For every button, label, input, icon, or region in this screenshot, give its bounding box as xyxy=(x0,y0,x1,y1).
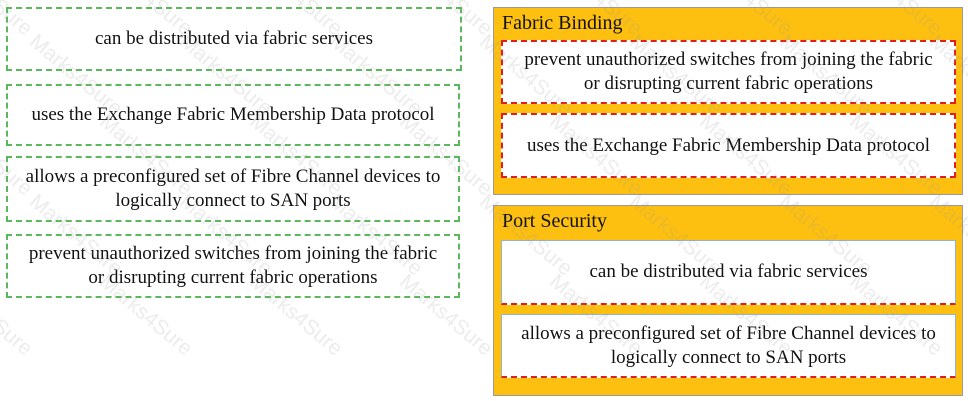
fabric-binding-title: Fabric Binding xyxy=(502,12,623,34)
source-option-label: allows a preconfigured set of Fibre Chan… xyxy=(25,166,441,211)
source-option-prevent-unauthorized[interactable]: prevent unauthorized switches from joini… xyxy=(6,234,460,298)
source-option-preconfigured-devices[interactable]: allows a preconfigured set of Fibre Chan… xyxy=(6,156,460,222)
answer-label: allows a preconfigured set of Fibre Chan… xyxy=(521,322,936,368)
source-option-label: uses the Exchange Fabric Membership Data… xyxy=(31,104,435,125)
source-option-exchange-protocol[interactable]: uses the Exchange Fabric Membership Data… xyxy=(6,84,460,146)
source-option-label: prevent unauthorized switches from joini… xyxy=(28,243,438,288)
answer-label: uses the Exchange Fabric Membership Data… xyxy=(526,134,931,156)
source-option-label: can be distributed via fabric services xyxy=(94,28,374,49)
port-security-slot-2[interactable]: allows a preconfigured set of Fibre Chan… xyxy=(501,314,956,378)
fabric-binding-slot-1[interactable]: prevent unauthorized switches from joini… xyxy=(501,40,956,104)
answer-label: can be distributed via fabric services xyxy=(589,261,868,282)
fabric-binding-slot-2[interactable]: uses the Exchange Fabric Membership Data… xyxy=(501,113,956,178)
source-option-fabric-services[interactable]: can be distributed via fabric services xyxy=(6,7,462,71)
port-security-title: Port Security xyxy=(502,210,607,232)
answer-label: prevent unauthorized switches from joini… xyxy=(524,49,933,94)
port-security-slot-1[interactable]: can be distributed via fabric services xyxy=(501,240,956,305)
